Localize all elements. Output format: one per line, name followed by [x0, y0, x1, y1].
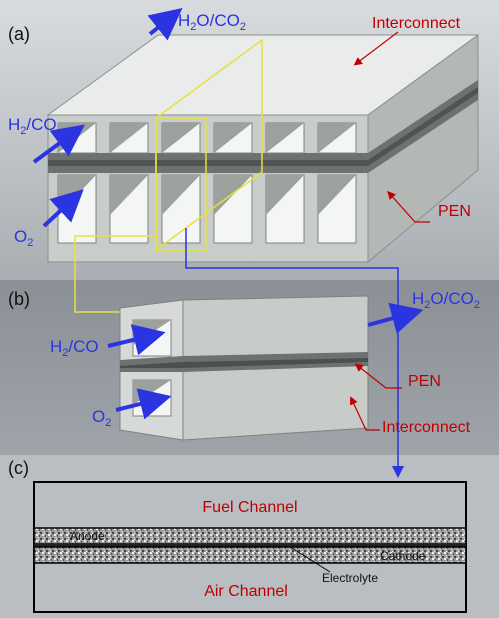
panel-b-fuel-label: H2/CO: [50, 337, 99, 359]
panel-b-tag: (b): [8, 289, 30, 309]
panel-b-outlet-label: H2O/CO2: [412, 289, 480, 311]
cut-plane-outline: [155, 117, 207, 251]
electrolyte-label: Electrolyte: [322, 571, 378, 585]
cathode-layer: [33, 546, 467, 564]
air-channel-label: Air Channel: [204, 583, 288, 600]
panel-a-interconnect-leader: [353, 31, 399, 66]
panel-a-pen-label: PEN: [438, 203, 471, 220]
panel-a-outlet-arrow: [147, 8, 183, 41]
panel-b-fuel-arrow: [107, 324, 166, 356]
panel-b-unit: [119, 295, 369, 441]
panel-a-interconnect-label: Interconnect: [372, 15, 461, 32]
panel-a-pen-leader: [387, 190, 430, 223]
panel-b-air-arrow: [115, 388, 172, 420]
fuel-channel-label: Fuel Channel: [202, 499, 297, 516]
panel-a-fuel-arrow: [32, 124, 85, 164]
panel-b-pen-leader: [354, 363, 402, 389]
panel-b-interconnect-label: Interconnect: [382, 419, 471, 436]
electrolyte-layer: [34, 544, 466, 547]
panel-b-outlet-arrow: [367, 302, 424, 334]
electrolyte-leader: [291, 547, 331, 573]
panel-a-stack: [46, 34, 480, 264]
cathode-label: Cathode: [380, 549, 426, 563]
panel-a-tag: (a): [8, 24, 30, 44]
anode-label: Anode: [70, 529, 105, 543]
panel-a-air-arrow: [42, 189, 84, 228]
panel-c-tag: (c): [8, 458, 29, 478]
blue-connector: [185, 228, 404, 478]
yellow-connector: [74, 235, 156, 313]
panel-b-pen-label: PEN: [408, 373, 441, 390]
panel-b-interconnect-leader: [349, 396, 380, 431]
panel-a-outlet-label: H2O/CO2: [178, 11, 246, 33]
panel-a-fuel-label: H2/CO: [8, 115, 57, 137]
panel-c-cross-section: [33, 481, 467, 613]
